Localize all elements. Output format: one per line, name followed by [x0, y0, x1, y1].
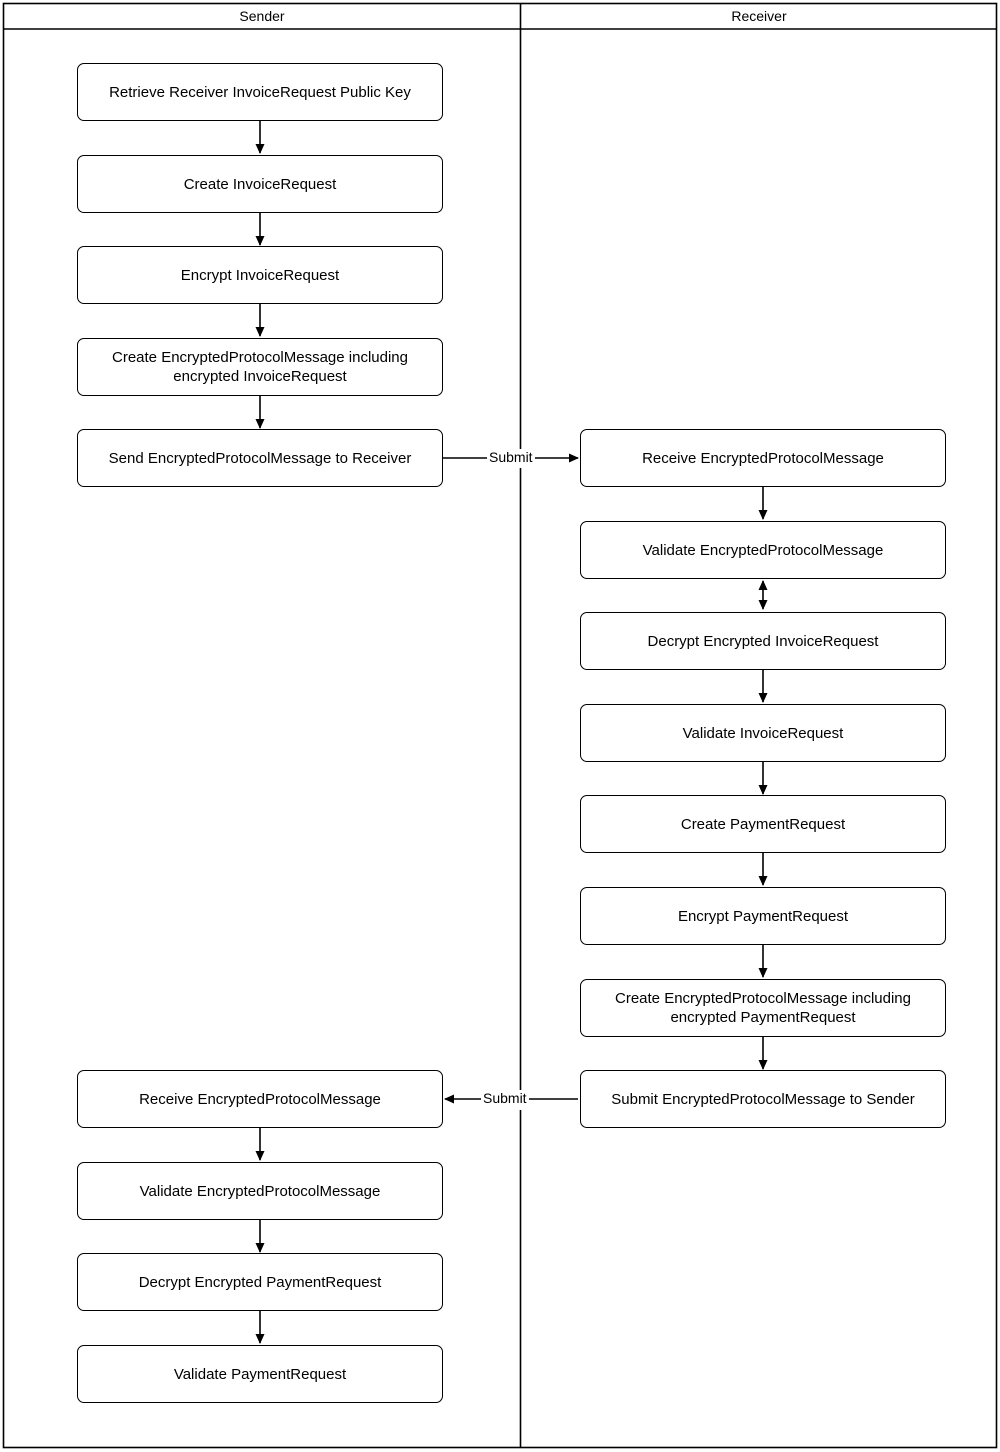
node-retrieve-receiver-public-key[interactable]: Retrieve Receiver InvoiceRequest Public …: [77, 63, 443, 121]
edge-label-submit-to-receiver: Submit: [487, 449, 535, 465]
node-label: Create PaymentRequest: [680, 815, 846, 833]
node-decrypt-encrypted-paymentrequest[interactable]: Decrypt Encrypted PaymentRequest: [77, 1253, 443, 1311]
node-encrypt-paymentrequest[interactable]: Encrypt PaymentRequest: [580, 887, 946, 945]
node-create-invoicerequest[interactable]: Create InvoiceRequest: [77, 155, 443, 213]
node-label: Retrieve Receiver InvoiceRequest Public …: [109, 83, 411, 101]
lane-header-receiver: Receiver: [731, 8, 787, 24]
node-label: Create EncryptedProtocolMessage includin…: [112, 349, 408, 385]
lane-header-sender: Sender: [239, 8, 285, 24]
node-encrypt-invoicerequest[interactable]: Encrypt InvoiceRequest: [77, 246, 443, 304]
node-create-epm-invoicerequest[interactable]: Create EncryptedProtocolMessage includin…: [77, 338, 443, 396]
node-label: Encrypt PaymentRequest: [677, 907, 849, 925]
node-decrypt-encrypted-invoicerequest[interactable]: Decrypt Encrypted InvoiceRequest: [580, 612, 946, 670]
node-create-paymentrequest[interactable]: Create PaymentRequest: [580, 795, 946, 853]
edge-label-submit-to-sender: Submit: [481, 1090, 529, 1106]
node-receive-epm-receiver[interactable]: Receive EncryptedProtocolMessage: [580, 429, 946, 487]
node-label: Validate InvoiceRequest: [682, 724, 844, 742]
node-create-epm-paymentrequest[interactable]: Create EncryptedProtocolMessage includin…: [580, 979, 946, 1037]
node-submit-epm-to-sender[interactable]: Submit EncryptedProtocolMessage to Sende…: [580, 1070, 946, 1128]
node-label: Decrypt Encrypted PaymentRequest: [138, 1273, 382, 1291]
node-label: Submit EncryptedProtocolMessage to Sende…: [611, 1090, 915, 1108]
node-label: Encrypt InvoiceRequest: [180, 266, 340, 284]
node-label: Receive EncryptedProtocolMessage: [642, 449, 884, 467]
node-label: Validate EncryptedProtocolMessage: [642, 541, 884, 559]
node-label: Create InvoiceRequest: [183, 175, 337, 193]
node-label: Validate PaymentRequest: [173, 1365, 347, 1383]
node-label: Send EncryptedProtocolMessage to Receive…: [108, 449, 412, 467]
node-label: Validate EncryptedProtocolMessage: [139, 1182, 381, 1200]
node-label: Decrypt Encrypted InvoiceRequest: [647, 632, 879, 650]
node-validate-paymentrequest[interactable]: Validate PaymentRequest: [77, 1345, 443, 1403]
node-validate-invoicerequest[interactable]: Validate InvoiceRequest: [580, 704, 946, 762]
node-validate-epm-sender[interactable]: Validate EncryptedProtocolMessage: [77, 1162, 443, 1220]
node-label: Create EncryptedProtocolMessage includin…: [615, 990, 911, 1026]
node-validate-epm-receiver[interactable]: Validate EncryptedProtocolMessage: [580, 521, 946, 579]
node-receive-epm-sender[interactable]: Receive EncryptedProtocolMessage: [77, 1070, 443, 1128]
node-send-epm-to-receiver[interactable]: Send EncryptedProtocolMessage to Receive…: [77, 429, 443, 487]
node-label: Receive EncryptedProtocolMessage: [139, 1090, 381, 1108]
